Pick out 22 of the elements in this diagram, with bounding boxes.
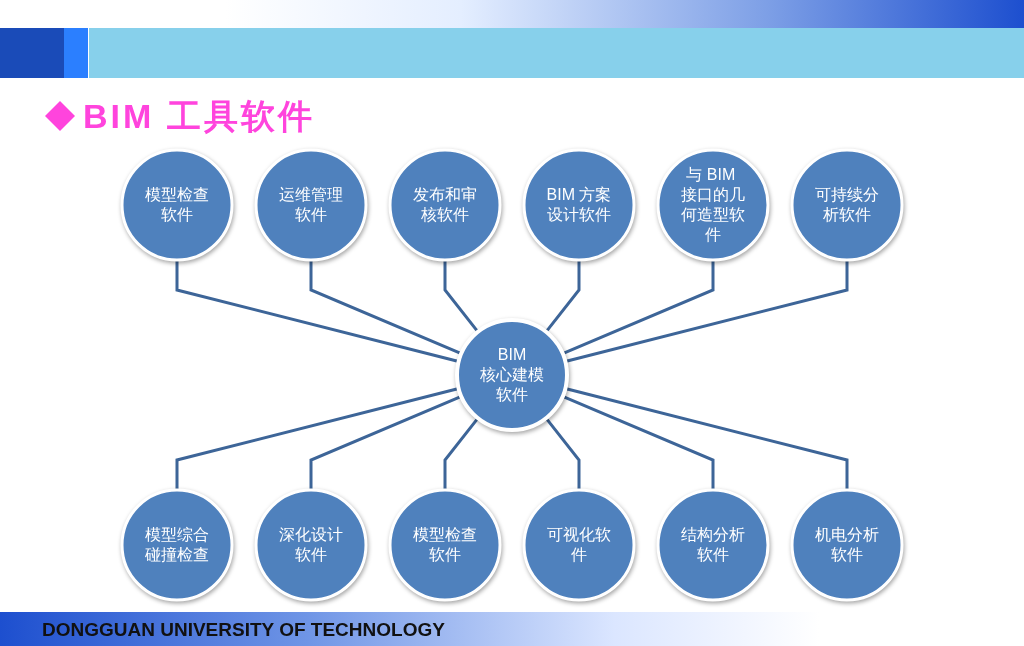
connector-line (309, 395, 462, 490)
circle-node: 可视化软件 (522, 488, 636, 602)
connector-line (544, 260, 581, 333)
circle-node: 可持续分析软件 (790, 148, 904, 262)
title: BIM 工具软件 (83, 96, 315, 136)
connector-line (562, 260, 715, 355)
circle-node: 模型检查软件 (120, 148, 234, 262)
connector-line (443, 260, 480, 333)
circle-node: 模型检查软件 (388, 488, 502, 602)
circle-node: 深化设计软件 (254, 488, 368, 602)
connector-line (562, 395, 715, 490)
connector-line (544, 417, 581, 490)
circle-node: 与 BIM 接口的几何造型软件 (656, 148, 770, 262)
footer-text: DONGGUAN UNIVERSITY OF TECHNOLOGY (42, 619, 445, 641)
connector-line (443, 417, 480, 490)
circle-node: 模型综合碰撞检查 (120, 488, 234, 602)
circle-node: 发布和审核软件 (388, 148, 502, 262)
circle-node: 机电分析软件 (790, 488, 904, 602)
circle-node: 结构分析软件 (656, 488, 770, 602)
circle-node: BIM 方案设计软件 (522, 148, 636, 262)
circle-node: 运维管理软件 (254, 148, 368, 262)
connector-line (309, 260, 462, 355)
